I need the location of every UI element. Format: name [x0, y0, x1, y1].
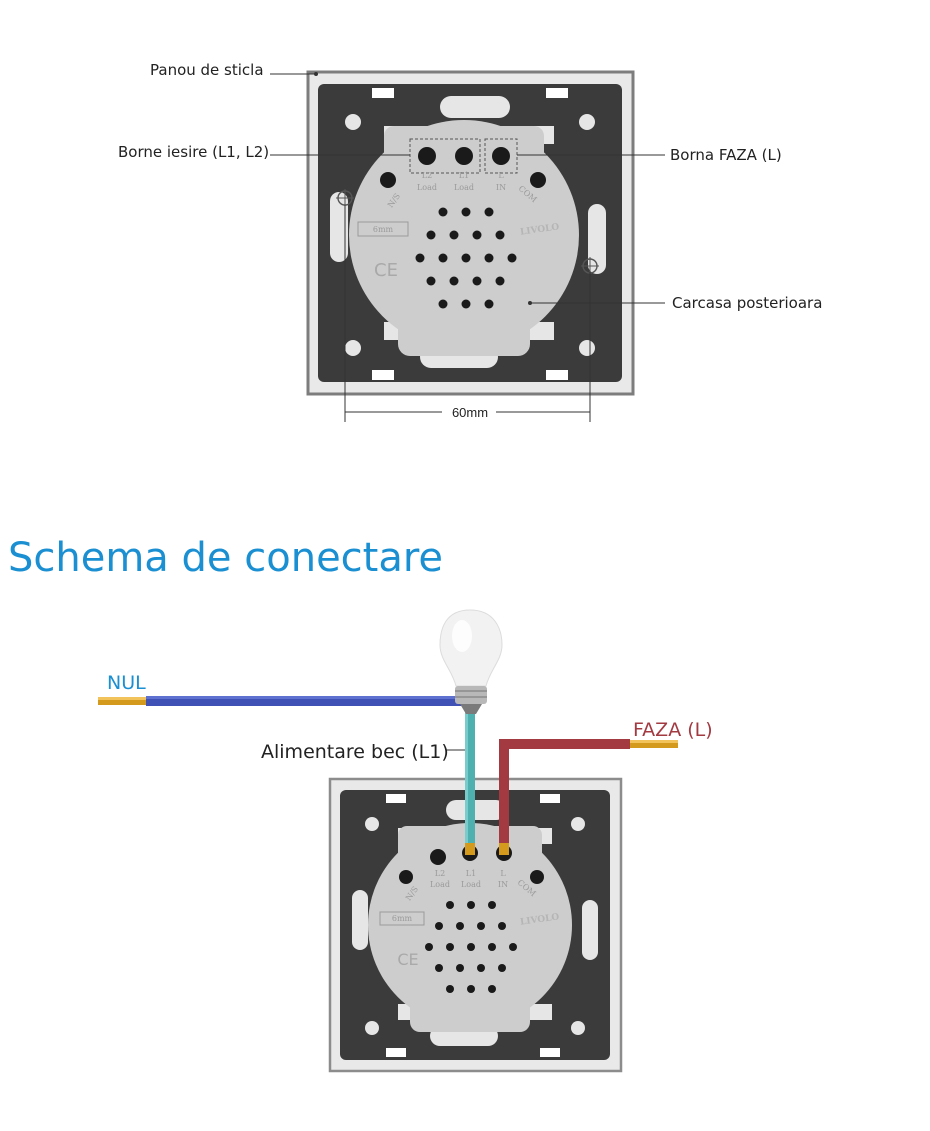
plate-notch: [386, 1048, 406, 1057]
plate-slot-left: [352, 890, 368, 950]
callout-dot: [528, 301, 532, 305]
terminal-ns: [380, 172, 396, 188]
bulb-supply-label: Alimentare bec (L1): [261, 741, 449, 763]
housing-bottom: [398, 316, 530, 356]
ruler-text: 6mm: [392, 914, 413, 923]
vent-holes: [415, 207, 517, 309]
mark-l: L: [500, 869, 506, 878]
terminal-l1: [455, 147, 473, 165]
mounting-hole: [345, 114, 361, 130]
mounting-hole: [365, 1021, 379, 1035]
back-housing: [349, 120, 579, 350]
mounting-hole: [579, 114, 595, 130]
mounting-hole: [579, 340, 595, 356]
phase-wire: [499, 739, 678, 855]
dimension-line: [344, 205, 591, 422]
wiring-view: L2 Load L1 Load L IN N/S COM LIVOLO 6mm …: [328, 777, 623, 1073]
mounting-hole: [365, 817, 379, 831]
width-label: 60mm: [452, 405, 488, 420]
mark-l1: L1: [466, 869, 476, 878]
mark-l1: L1: [459, 171, 469, 180]
mounting-hole: [571, 1021, 585, 1035]
neutral-label: NUL: [107, 672, 146, 694]
mark-in: IN: [498, 880, 508, 889]
switch-back-view: L2 Load L1 Load L IN N/S COM LIVOLO 6mm …: [306, 70, 635, 396]
mark-l2: L2: [435, 869, 445, 878]
terminal-com: [530, 870, 544, 884]
terminal-l2: [430, 849, 446, 865]
plate-slot-right: [582, 900, 598, 960]
back-housing-label: Carcasa posterioara: [672, 294, 822, 312]
mounting-hole: [571, 817, 585, 831]
neutral-wire: [98, 696, 464, 706]
mounting-hole: [345, 340, 361, 356]
glass-panel-label: Panou de sticla: [150, 61, 264, 79]
light-bulb-icon: [439, 609, 503, 714]
ce-mark: CE: [397, 950, 418, 969]
plate-slot-top: [446, 800, 506, 820]
vent-holes: [425, 901, 517, 993]
mark-load: Load: [454, 183, 474, 192]
plate-notch: [372, 88, 394, 98]
callout-dot: [314, 72, 318, 76]
terminal-ns: [399, 870, 413, 884]
plate-tab: [528, 322, 554, 340]
plate-notch: [372, 370, 394, 380]
bulb-supply-wire: [465, 712, 475, 855]
mark-in: IN: [496, 183, 506, 192]
phase-terminal-label: Borna FAZA (L): [670, 146, 782, 164]
back-housing-2: [368, 823, 572, 1027]
plate-notch: [540, 794, 560, 803]
phase-terminal-box: [484, 138, 518, 174]
ruler-marking: [357, 221, 409, 237]
plate-notch: [386, 794, 406, 803]
terminal-com: [530, 172, 546, 188]
terminal-l2: [418, 147, 436, 165]
mark-load: Load: [430, 880, 450, 889]
ruler-marking: [379, 911, 425, 926]
mark-l: L: [498, 171, 504, 180]
mark-l2: L2: [422, 171, 432, 180]
housing-bottom-2: [410, 998, 530, 1032]
plate-tab: [528, 1004, 552, 1020]
plate-slot-right: [588, 204, 606, 274]
plate-slot-top: [440, 96, 510, 118]
ruler-text: 6mm: [373, 225, 394, 234]
phase-label: FAZA (L): [633, 719, 713, 741]
mark-load: Load: [461, 880, 481, 889]
output-terminals-box: [409, 138, 481, 174]
plate-notch: [546, 88, 568, 98]
plate-notch: [546, 370, 568, 380]
callout-lines: [270, 73, 665, 304]
ce-mark: CE: [374, 260, 398, 281]
plate-notch: [540, 1048, 560, 1057]
output-terminals-label: Borne iesire (L1, L2): [118, 143, 269, 161]
plate-slot-left: [330, 192, 348, 262]
section-title: Schema de conectare: [8, 535, 443, 581]
terminal-l: [492, 147, 510, 165]
mark-load: Load: [417, 183, 437, 192]
